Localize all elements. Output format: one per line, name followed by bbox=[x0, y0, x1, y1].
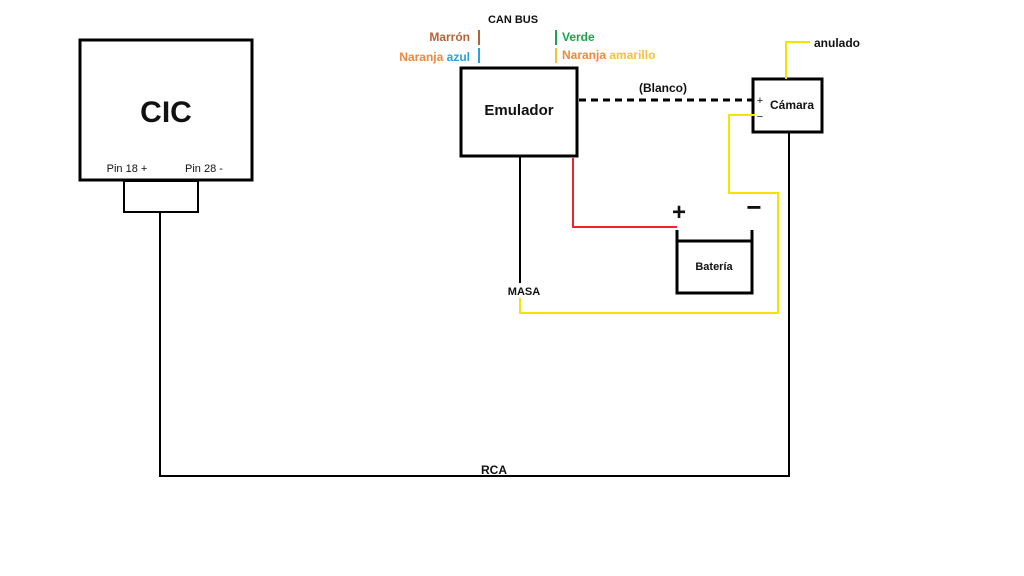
ground-wiring: MASA bbox=[508, 114, 779, 314]
ground-label: MASA bbox=[508, 286, 540, 298]
emulator-box bbox=[459, 66, 579, 158]
red-positive-wire bbox=[572, 158, 677, 228]
can-right-amber-text: amarillo bbox=[609, 48, 655, 62]
can-left-bottom-label: Naranja azul bbox=[399, 50, 470, 64]
cic-box bbox=[78, 38, 254, 182]
cic-pin-plus-label: Pin 18 + bbox=[107, 163, 148, 175]
cic-pin-minus-label: Pin 28 - bbox=[185, 163, 223, 175]
camera-minus: − bbox=[757, 111, 763, 123]
camera-plus: + bbox=[757, 95, 763, 107]
can-left-orange-text: Naranja bbox=[399, 50, 443, 64]
cic-unit: CIC Pin 18 + Pin 28 - bbox=[78, 38, 254, 213]
yellow-ground-wire bbox=[519, 114, 779, 314]
can-bus-labels: CAN BUS Marrón Naranja azul Verde Naranj… bbox=[399, 14, 655, 64]
rca-wire bbox=[159, 132, 790, 477]
emulator-title: Emulador bbox=[484, 102, 553, 119]
emulator-unit: Emulador bbox=[459, 66, 579, 158]
can-left-blue-text: azul bbox=[447, 50, 470, 64]
cic-connector bbox=[123, 180, 199, 213]
battery-unit: Batería + − bbox=[672, 192, 762, 295]
battery-minus: − bbox=[746, 192, 761, 222]
battery-plus: + bbox=[672, 199, 686, 226]
rca-cable: RCA bbox=[159, 132, 790, 477]
can-bus-title: CAN BUS bbox=[488, 14, 538, 26]
white-wire-label: (Blanco) bbox=[639, 81, 687, 95]
battery-title: Batería bbox=[695, 261, 733, 273]
camera-box bbox=[751, 77, 824, 134]
camera-title: Cámara bbox=[770, 98, 814, 112]
can-left-top-label: Marrón bbox=[429, 30, 470, 44]
white-wire: (Blanco) bbox=[579, 81, 755, 102]
battery-body bbox=[675, 230, 754, 295]
rca-label: RCA bbox=[481, 463, 507, 477]
camera-annulled-wire bbox=[785, 41, 810, 79]
camera-unit: Cámara + − anulado bbox=[751, 36, 860, 134]
can-right-orange-text: Naranja bbox=[562, 48, 606, 62]
can-right-bottom-label: Naranja amarillo bbox=[562, 48, 655, 62]
can-right-top-label: Verde bbox=[562, 30, 595, 44]
cic-title: CIC bbox=[140, 96, 192, 129]
camera-annulled-label: anulado bbox=[814, 36, 860, 50]
